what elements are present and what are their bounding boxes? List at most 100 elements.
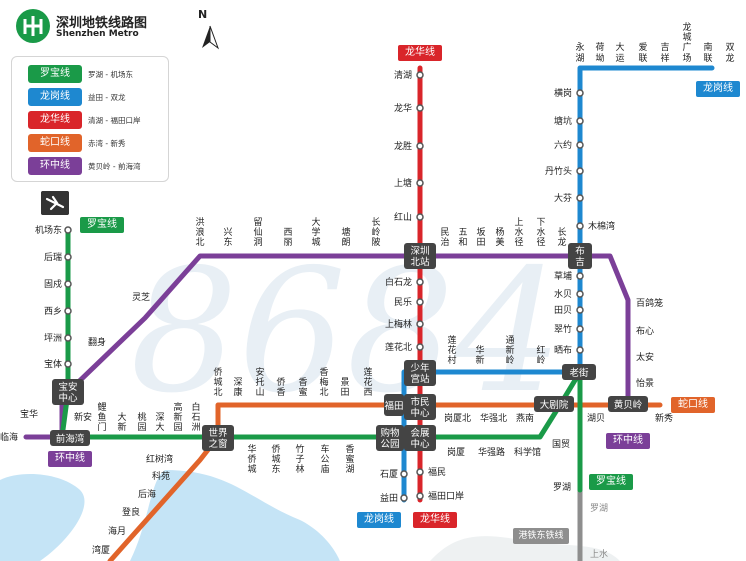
svg-text:永: 永 [575,41,584,53]
svg-text:城: 城 [682,32,691,43]
svg-text:百鸽笼: 百鸽笼 [636,297,663,309]
svg-text:莲花北: 莲花北 [385,341,412,353]
svg-text:岗厦: 岗厦 [447,447,465,458]
svg-text:蜜: 蜜 [345,453,354,465]
svg-text:桃: 桃 [137,411,146,423]
svg-text:白石龙: 白石龙 [385,276,412,288]
svg-text:丹竹头: 丹竹头 [545,165,572,177]
ic-huizhan-1: 会展 [410,427,430,439]
svg-text:福民: 福民 [428,466,446,478]
svg-text:海月: 海月 [108,525,126,537]
svg-text:高: 高 [173,401,182,413]
svg-text:朗: 朗 [341,236,350,248]
ic-dajuyuan: 大剧院 [540,399,569,411]
svg-text:岭: 岭 [505,354,514,366]
svg-text:北: 北 [213,387,222,398]
svg-text:蜜: 蜜 [298,386,307,398]
svg-text:园: 园 [173,422,182,433]
line-tag-luobao-south: 罗宝线 [589,474,633,490]
svg-text:学: 学 [311,226,320,238]
legend-item-shekou: 蛇口线 赤湾 - 新秀 [28,134,125,152]
svg-text:北: 北 [195,237,204,248]
svg-text:兴: 兴 [223,227,232,238]
svg-text:洲: 洲 [191,422,200,433]
svg-text:鱼: 鱼 [97,411,106,423]
svg-text:田贝: 田贝 [554,305,572,316]
line-tag-huanzhong-west: 环中线 [48,451,92,467]
ic-buji-2: 吉 [575,257,585,268]
ic-shiminzhongxin-2: 中心 [410,407,430,419]
water-west [0,474,85,561]
svg-text:翻身: 翻身 [88,336,106,348]
svg-text:园: 园 [137,422,146,433]
svg-text:湖: 湖 [345,464,354,475]
svg-text:水: 水 [514,226,523,238]
legend-item-longgang: 龙岗线 益田 - 双龙 [28,88,125,106]
legend-desc: 赤湾 - 新秀 [88,138,126,148]
svg-text:科学馆: 科学馆 [514,446,541,458]
svg-text:深: 深 [233,377,242,388]
svg-text:侨: 侨 [276,376,285,388]
ic-shijiezhichuang-1: 世界 [208,427,228,439]
svg-text:西: 西 [363,387,372,398]
svg-text:上塘: 上塘 [394,177,412,189]
ic-shijiezhichuang-2: 之窗 [208,438,227,450]
svg-text:华强路: 华强路 [478,446,505,458]
svg-text:翠竹: 翠竹 [554,323,572,335]
ic-gouwu-1: 购物 [380,427,400,439]
svg-text:下: 下 [536,218,545,228]
watermark: 8684 [130,233,563,431]
svg-text:门: 门 [97,421,106,433]
svg-text:新: 新 [117,421,126,433]
line-tag-huanzhong-east: 环中线 [606,433,650,449]
line-tag-longgang-top: 龙岗线 [696,81,740,97]
svg-text:罗湖: 罗湖 [590,503,608,514]
svg-text:莲: 莲 [447,334,456,346]
svg-text:石: 石 [191,413,200,423]
svg-text:岗厦北: 岗厦北 [444,413,471,424]
ic-shiminzhongxin-1: 市民 [410,396,429,408]
legend-tag: 环中线 [28,157,82,175]
ic-shaoniangong-1: 少年 [410,362,430,374]
map-subtitle: Shenzhen Metro [56,29,139,39]
svg-text:白: 白 [191,401,200,413]
svg-text:景: 景 [340,377,349,388]
svg-text:民乐: 民乐 [394,296,412,308]
svg-text:爱: 爱 [638,42,647,53]
svg-text:梅: 梅 [319,376,328,388]
svg-text:仙: 仙 [253,226,262,238]
svg-text:太安: 太安 [636,351,654,363]
svg-text:鲤: 鲤 [97,401,106,413]
svg-text:后瑞: 后瑞 [44,251,62,263]
svg-text:山: 山 [255,387,264,398]
svg-text:龙华: 龙华 [394,102,412,114]
svg-text:后海: 后海 [138,488,156,500]
legend: 罗宝线 罗湖 - 机场东 龙岗线 益田 - 双龙 龙华线 清湖 - 福田口岸 蛇… [11,56,169,182]
line-tag-longgang-south: 龙岗线 [357,512,401,528]
svg-text:公: 公 [320,454,329,465]
svg-text:红山: 红山 [394,211,412,223]
svg-text:五: 五 [458,228,467,238]
svg-text:上水: 上水 [590,548,608,560]
svg-text:东: 东 [271,463,280,475]
north-arrow [202,25,220,50]
svg-text:香: 香 [345,444,354,455]
svg-text:通: 通 [505,335,514,346]
ic-shaoniangong-2: 宫站 [410,373,430,385]
svg-text:南: 南 [703,41,712,53]
svg-text:美: 美 [495,236,504,248]
line-tag-luobao-west: 罗宝线 [80,217,124,233]
ic-huizhan-2: 中心 [410,438,430,450]
svg-text:塘: 塘 [341,226,350,238]
svg-text:木棉湾: 木棉湾 [588,220,615,232]
svg-text:城: 城 [247,464,256,475]
svg-text:登良: 登良 [122,506,140,518]
svg-text:径: 径 [536,236,545,248]
svg-text:康: 康 [233,386,242,398]
ic-laojie: 老街 [569,367,589,379]
svg-text:岭: 岭 [536,354,545,366]
svg-text:长: 长 [557,226,566,238]
svg-text:双: 双 [725,42,734,53]
north-label: N [198,8,208,21]
